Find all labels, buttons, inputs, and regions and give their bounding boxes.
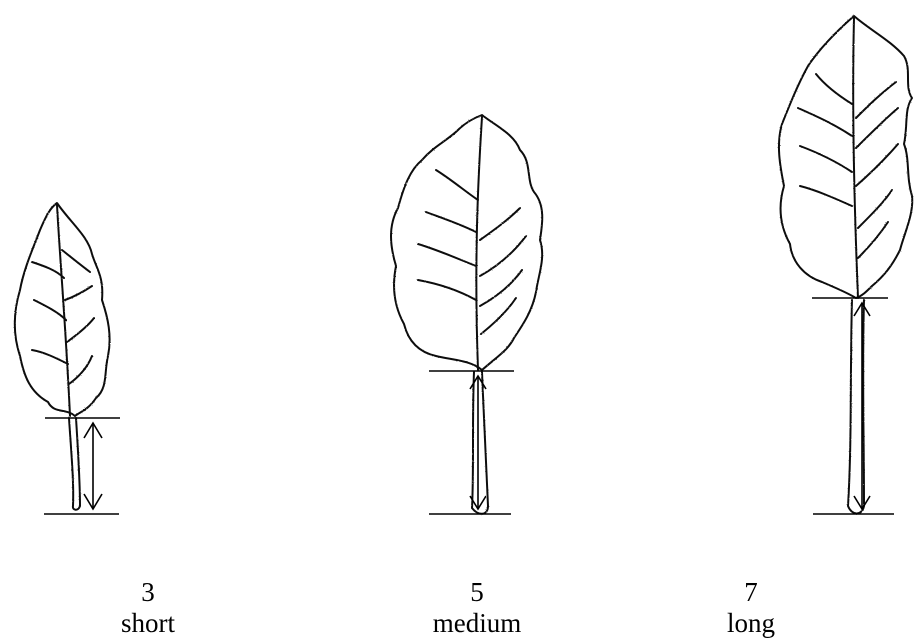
leaf-long-midrib bbox=[853, 18, 858, 298]
caption-short-label: short bbox=[48, 608, 248, 639]
leaf-short-illustration bbox=[15, 203, 110, 510]
leaf-short-petiole bbox=[69, 418, 80, 510]
leaf-long-blade bbox=[779, 16, 912, 298]
leaf-short-veins bbox=[32, 250, 94, 384]
caption-short: 3 short bbox=[48, 577, 248, 639]
leaf-medium-illustration bbox=[391, 115, 542, 514]
caption-medium-label: medium bbox=[377, 608, 577, 639]
caption-long: 7 long bbox=[651, 577, 851, 639]
leaf-medium-petiole bbox=[472, 372, 488, 514]
leaf-short-midrib bbox=[57, 205, 70, 416]
caption-long-code: 7 bbox=[651, 577, 851, 608]
leaf-long-measure bbox=[812, 298, 894, 514]
caption-medium: 5 medium bbox=[377, 577, 577, 639]
leaf-long-illustration bbox=[779, 16, 912, 514]
caption-medium-code: 5 bbox=[377, 577, 577, 608]
caption-short-code: 3 bbox=[48, 577, 248, 608]
caption-long-label: long bbox=[651, 608, 851, 639]
leaf-medium-measure bbox=[429, 371, 514, 514]
leaf-medium-veins bbox=[418, 170, 526, 334]
leaf-medium-midrib bbox=[476, 117, 482, 370]
leaf-short-measure bbox=[44, 418, 120, 514]
leaf-short-blade bbox=[15, 203, 110, 416]
leaf-long-veins bbox=[798, 74, 898, 258]
